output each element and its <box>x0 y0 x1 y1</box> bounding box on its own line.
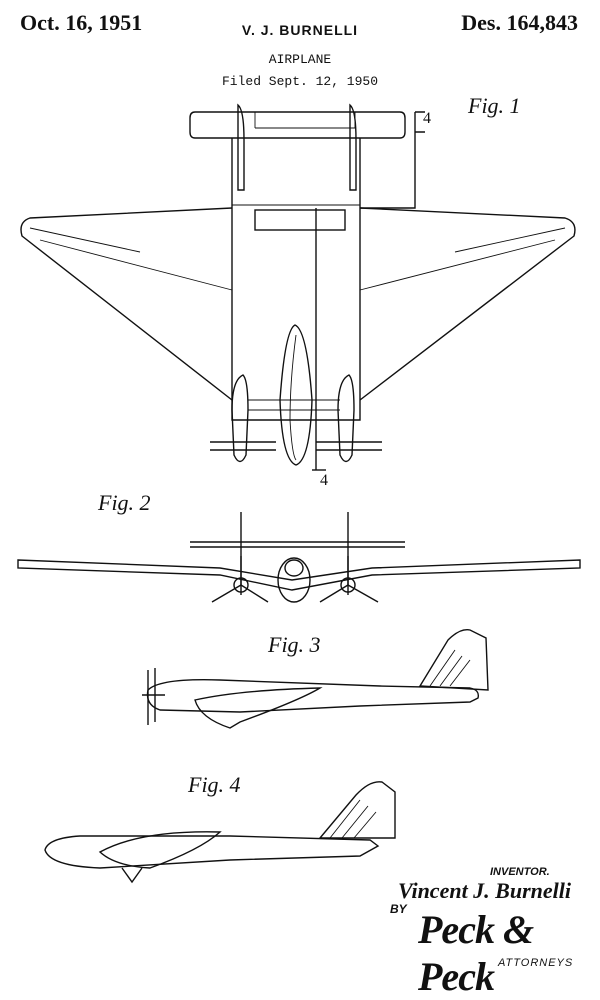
fig1-label: Fig. 1 <box>468 93 521 118</box>
inventor-signature: Vincent J. Burnelli <box>398 878 571 903</box>
fig4-label: Fig. 4 <box>188 772 241 797</box>
patent-number: Des. 164,843 <box>461 10 578 35</box>
fig2-drawing <box>17 512 581 603</box>
fig1-drawing <box>20 103 576 471</box>
patent-title: AIRPLANE <box>268 52 332 67</box>
section-mark-top: 4 <box>423 110 431 127</box>
attorneys-label: ATTORNEYS <box>498 957 574 969</box>
fig3-label: Fig. 3 <box>268 632 321 657</box>
fig4-drawing <box>44 781 396 884</box>
inventor-header: V. J. BURNELLI <box>241 22 359 38</box>
inventor-label: INVENTOR. <box>490 866 550 878</box>
section-mark-bottom: 4 <box>320 472 328 489</box>
fig2-label: Fig. 2 <box>98 490 151 515</box>
filed-date: Filed Sept. 12, 1950 <box>221 74 379 89</box>
by-label: BY <box>390 902 407 916</box>
attorneys-signature: Peck & Peck <box>418 907 534 999</box>
fig3-drawing <box>142 629 489 729</box>
patent-date: Oct. 16, 1951 <box>20 10 143 35</box>
